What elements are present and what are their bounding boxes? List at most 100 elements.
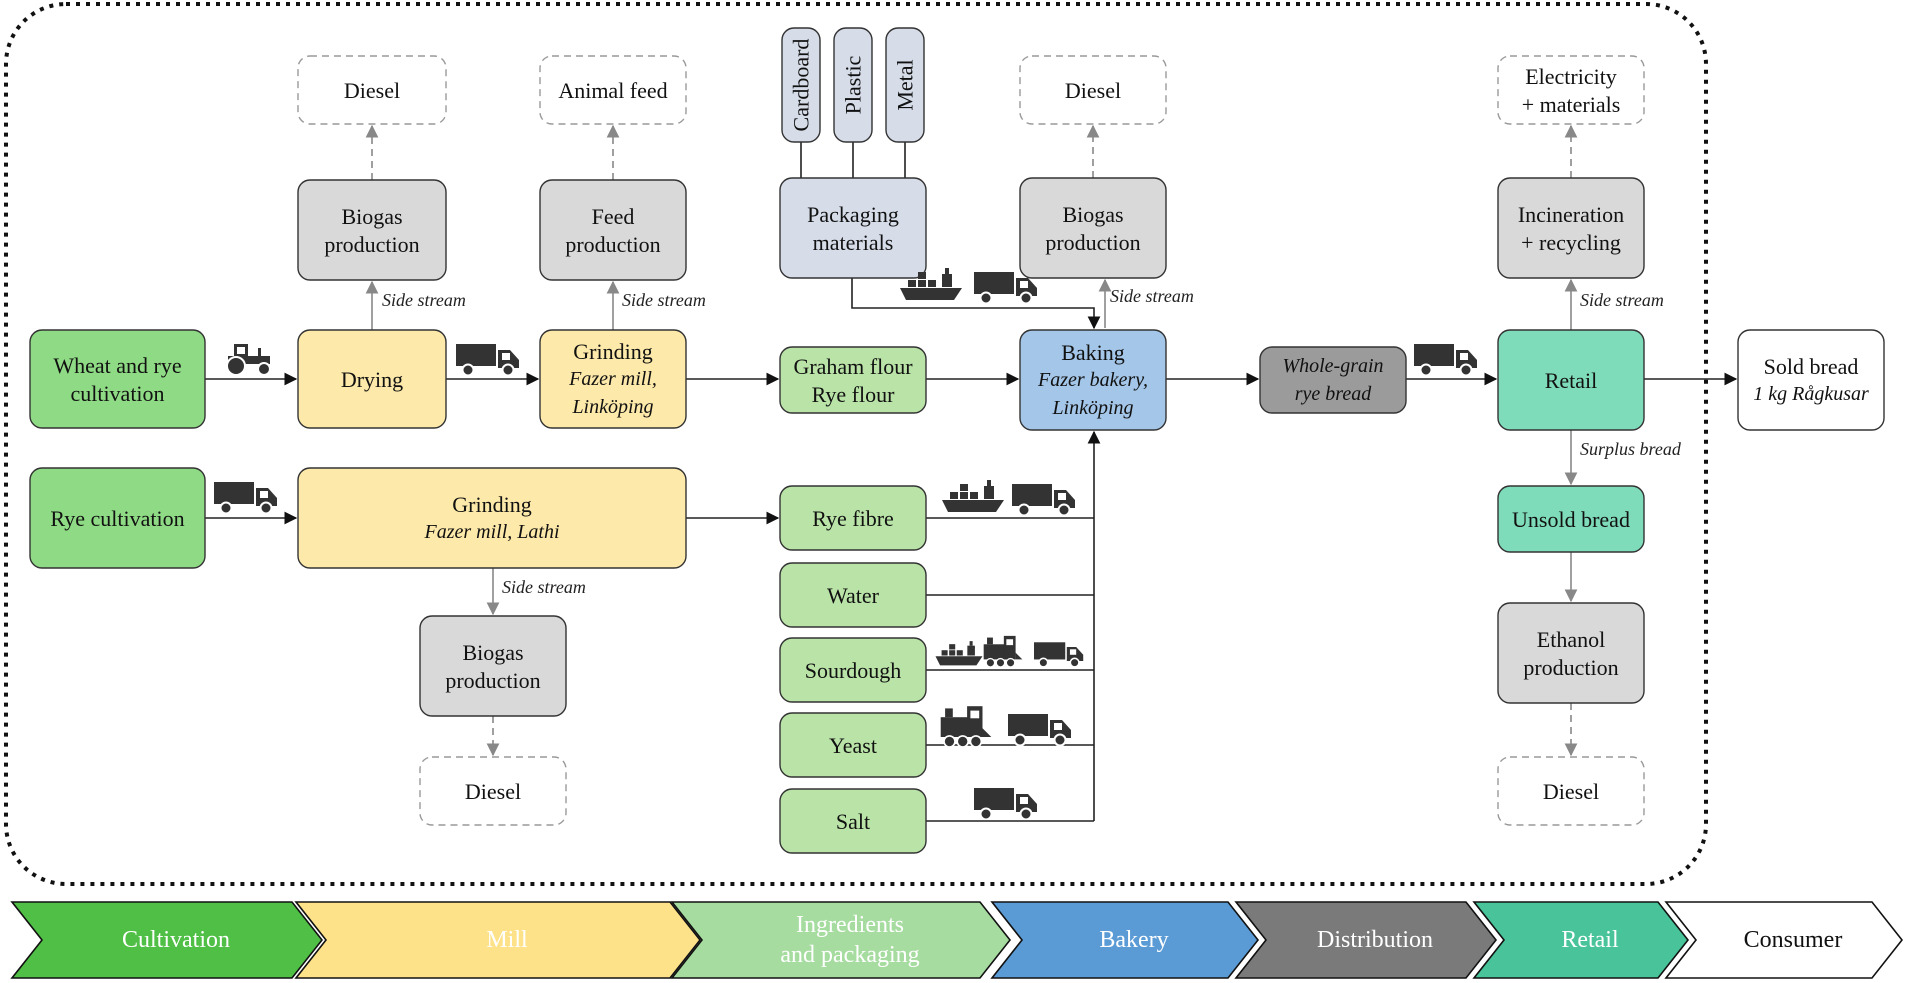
node-rye-cultivation: Rye cultivation xyxy=(29,467,206,569)
metal-label: Metal xyxy=(893,59,918,110)
truck-icon xyxy=(1008,713,1072,746)
node-yeast: Yeast xyxy=(779,712,927,778)
plastic-label: Plastic xyxy=(841,55,866,114)
cardboard-label: Cardboard xyxy=(789,39,814,132)
stage-cultivation: Cultivation xyxy=(10,901,324,979)
node-metal: Metal xyxy=(885,27,925,143)
node-electricity: Electricity+ materials xyxy=(1497,55,1645,125)
rye_cultivation-label: Rye cultivation xyxy=(50,506,184,531)
yeast-label: Yeast xyxy=(829,733,877,758)
stage-mill: Mill xyxy=(294,901,702,979)
system-boundary xyxy=(4,2,1708,886)
sourdough-label: Sourdough xyxy=(805,658,902,683)
node-incineration: Incineration+ recycling xyxy=(1497,177,1645,279)
truck-icon xyxy=(974,787,1038,820)
stage-bakery: Bakery xyxy=(990,901,1260,979)
stage-retail: Retail xyxy=(1472,901,1690,979)
node-sourdough: Sourdough xyxy=(779,637,927,703)
node-diesel-lathi: Diesel xyxy=(419,756,567,826)
truck-icon xyxy=(1414,343,1478,376)
edge-label-side-stream-3: Side stream xyxy=(1110,286,1194,306)
stage-label: Bakery xyxy=(1099,927,1168,953)
node-drying: Drying xyxy=(297,329,447,429)
stage-label: Mill xyxy=(486,927,528,953)
edge-label-side-stream-1: Side stream xyxy=(382,290,466,310)
truck-icon xyxy=(1012,483,1076,516)
stage-distribution: Distribution xyxy=(1234,901,1498,979)
edge-label-side-stream-5: Side stream xyxy=(502,577,586,597)
node-cardboard: Cardboard xyxy=(781,27,821,143)
edge-label-surplus-bread: Surplus bread xyxy=(1580,439,1682,459)
node-plastic: Plastic xyxy=(833,27,873,143)
node-diesel-retail: Diesel xyxy=(1497,756,1645,826)
node-unsold-bread: Unsold bread xyxy=(1497,485,1645,553)
animal_feed-label: Animal feed xyxy=(558,78,667,103)
salt-label: Salt xyxy=(836,809,870,834)
edges xyxy=(205,124,1738,822)
node-salt: Salt xyxy=(779,788,927,854)
node-retail: Retail xyxy=(1497,329,1645,431)
stage-consumer: Consumer xyxy=(1664,901,1904,979)
water-label: Water xyxy=(827,583,880,608)
train-icon xyxy=(983,635,1023,668)
train-icon xyxy=(939,705,993,748)
edge-label-side-stream-2: Side stream xyxy=(622,290,706,310)
node-animal-feed: Animal feed xyxy=(539,55,687,125)
ship-icon xyxy=(942,480,1004,512)
diesel_lathi-label: Diesel xyxy=(465,779,521,804)
drying-label: Drying xyxy=(341,367,403,392)
edge-label-side-stream-4: Side stream xyxy=(1580,290,1664,310)
diesel_drying-label: Diesel xyxy=(344,78,400,103)
stage-label: Retail xyxy=(1561,927,1619,953)
rye_fibre-label: Rye fibre xyxy=(812,506,894,531)
incineration-label: Incineration+ recycling xyxy=(1518,202,1624,255)
flow-arrow xyxy=(851,278,1101,330)
truck-icon xyxy=(214,481,278,514)
truck-icon xyxy=(1034,641,1084,668)
tractor-icon xyxy=(226,343,271,376)
retail-label: Retail xyxy=(1545,368,1598,393)
stage-label: Consumer xyxy=(1744,927,1843,953)
stage-label: Cultivation xyxy=(122,927,230,953)
electricity-label: Electricity+ materials xyxy=(1522,64,1621,117)
diesel_retail-label: Diesel xyxy=(1543,779,1599,804)
ship-icon xyxy=(935,641,983,666)
node-rye-fibre: Rye fibre xyxy=(779,485,927,551)
stage-label: Distribution xyxy=(1317,927,1433,953)
node-water: Water xyxy=(779,562,927,628)
node-diesel-drying: Diesel xyxy=(297,55,447,125)
node-diesel-baking: Diesel xyxy=(1019,55,1167,125)
diesel_baking-label: Diesel xyxy=(1065,78,1121,103)
